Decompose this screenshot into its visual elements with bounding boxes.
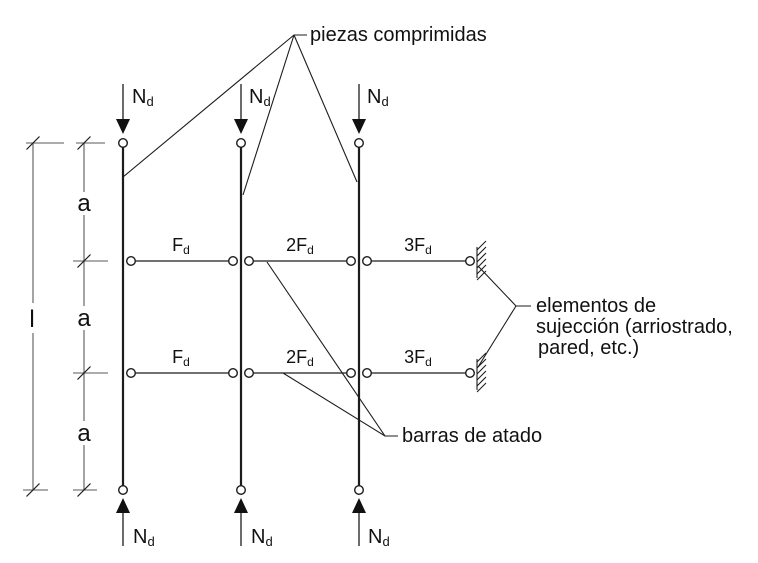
pin-joints [117,137,476,496]
load-arrow-top-2 [234,84,248,134]
dim-label-segment-3: a [77,420,91,447]
dim-label-total: l [29,306,34,333]
leader-piezas-comprimidas [122,34,358,196]
load-arrow-top-3 [352,84,366,134]
pin-joint-top-3 [354,137,365,148]
elementos-sujecion-label: elementos de sujección (arriostrado, par… [536,295,733,359]
support-hatch-row-2 [476,352,487,393]
tie-force-labels: Fd 2Fd 3Fd Fd 2Fd 3Fd [172,235,432,369]
support-hatch-row-1 [476,240,487,281]
axial-load-label-bottom-3: Nd [368,526,390,549]
elementos-label-line-3: pared, etc.) [538,337,639,359]
axial-load-label-top-3: Nd [367,86,389,109]
leader-elementos-sujecion [477,265,531,368]
dim-label-segment-2: a [77,305,91,332]
tie-force-label-f3-row1: 3Fd [404,235,432,257]
load-arrow-bottom-2 [234,498,248,546]
elementos-label-line-1: elementos de [536,295,656,317]
load-arrow-bottom-3 [352,498,366,546]
pin-joint-top-2 [235,137,246,148]
axial-load-label-top-1: Nd [132,86,154,109]
pin-joint-r1 [227,256,238,267]
pin-joint-bottom-1 [117,485,128,496]
pin-joint-bottom-3 [354,485,365,496]
compressed-members [121,143,361,490]
leader-barras-de-atado [266,261,398,437]
pin-joint-r2 [125,368,136,379]
axial-load-label-bottom-2: Nd [251,526,273,549]
piezas-comprimidas-label: piezas comprimidas [310,24,487,46]
elementos-label-line-2: sujección (arriostrado, [536,316,733,338]
tie-force-label-f2-row2: 2Fd [286,347,314,369]
axial-load-arrows-bottom [116,498,366,546]
pin-joint-r1 [362,256,373,267]
barras-de-atado-label: barras de atado [402,425,542,447]
pin-joint-bottom-2 [235,485,246,496]
axial-load-arrows-top [116,84,366,134]
pin-joint-r2 [243,368,254,379]
dimension-lines: l a a a [23,136,108,497]
axial-load-labels: Nd Nd Nd Nd Nd Nd [132,86,390,549]
axial-load-label-top-2: Nd [249,86,271,109]
pin-joint-top-1 [117,137,128,148]
tie-force-label-f3-row2: 3Fd [404,347,432,369]
pin-joint-r2 [346,368,357,379]
pin-joint-r1 [346,256,357,267]
load-arrow-top-1 [116,84,130,134]
dimension-ticks [26,136,91,497]
pin-joint-r2 [227,368,238,379]
load-arrow-bottom-1 [116,498,130,546]
pin-joint-support-2 [465,368,476,379]
tie-force-label-f1-row1: Fd [172,235,190,257]
axial-load-label-bottom-1: Nd [133,526,155,549]
pin-joint-support-1 [465,256,476,267]
dim-label-segment-1: a [77,190,91,217]
extension-lines [23,142,108,491]
pin-joint-r2 [362,368,373,379]
pin-joint-r1 [125,256,136,267]
tie-force-label-f2-row1: 2Fd [286,235,314,257]
tie-force-label-f1-row2: Fd [172,347,190,369]
pin-joint-r1 [243,256,254,267]
